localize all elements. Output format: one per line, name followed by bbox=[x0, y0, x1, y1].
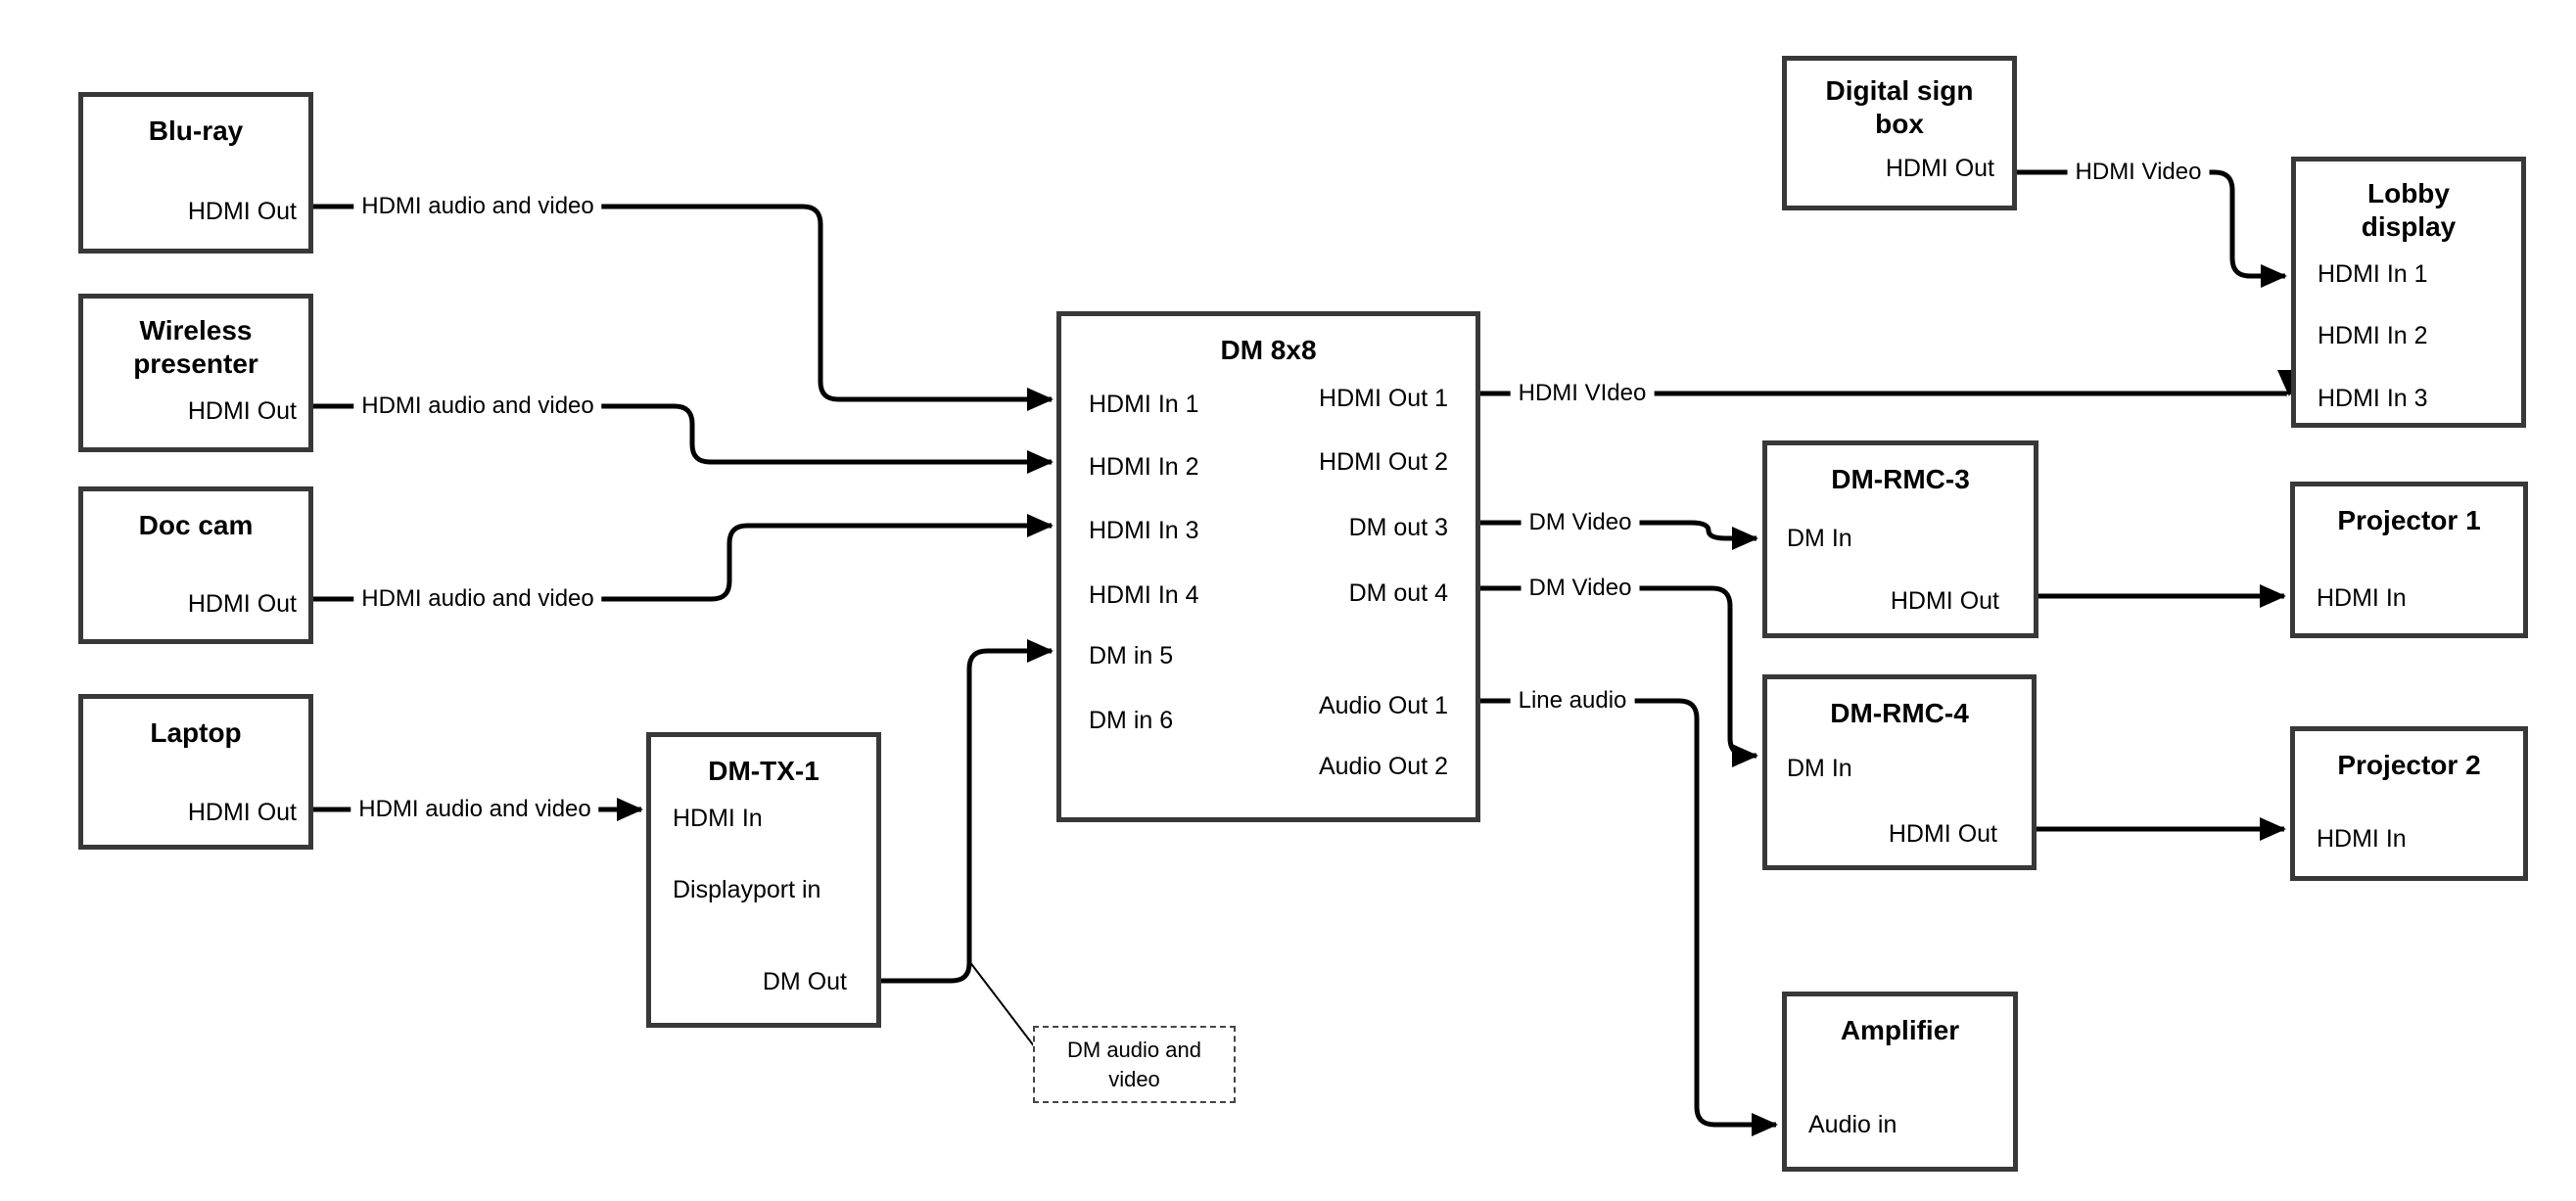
callout-line1: DM audio and bbox=[1067, 1038, 1201, 1062]
port-proj1-hdmi-in: HDMI In bbox=[2317, 584, 2407, 612]
node-title: Doc cam bbox=[138, 510, 254, 540]
edge-doccam-to-dm8x8-in3 bbox=[313, 514, 1054, 602]
edge-dm8x8-out1-to-lobby-in3 bbox=[1480, 369, 2301, 396]
node-title: Amplifier bbox=[1840, 1015, 1960, 1045]
node-title: DM-RMC-4 bbox=[1830, 698, 1969, 728]
port-doccam-hdmi-out: HDMI Out bbox=[187, 590, 297, 618]
edge-label-hdmi-video-out1: HDMI VIdeo bbox=[1510, 380, 1655, 407]
port-dm8x8-hdmi-in-3: HDMI In 3 bbox=[1089, 517, 1199, 544]
node-title: Lobby display bbox=[2361, 178, 2457, 242]
port-dmtx1-displayport-in: Displayport in bbox=[673, 876, 821, 903]
edge-dm8x8-audioout1-to-amp bbox=[1480, 698, 1778, 1136]
node-bluray: Blu-ray HDMI Out bbox=[78, 92, 313, 254]
edge-label-hdmi-video-digsign: HDMI Video bbox=[2067, 159, 2210, 186]
port-amp-audio-in: Audio in bbox=[1808, 1111, 1897, 1138]
port-dm8x8-hdmi-in-2: HDMI In 2 bbox=[1089, 453, 1199, 481]
node-laptop: Laptop HDMI Out bbox=[78, 694, 313, 850]
edge-label-line-audio: Line audio bbox=[1510, 687, 1635, 715]
node-title: Digital sign box bbox=[1825, 75, 1974, 139]
port-dm8x8-audio-out-1: Audio Out 1 bbox=[1318, 692, 1448, 719]
port-dm8x8-audio-out-2: Audio Out 2 bbox=[1318, 753, 1448, 780]
edge-label-bluray: HDMI audio and video bbox=[353, 193, 602, 220]
node-amplifier: Amplifier Audio in bbox=[1782, 992, 2018, 1172]
node-projector-1: Projector 1 HDMI In bbox=[2290, 482, 2528, 638]
node-digital-sign-box: Digital sign box HDMI Out bbox=[1782, 56, 2017, 210]
node-title: Wireless presenter bbox=[133, 315, 258, 379]
callout-line2: video bbox=[1108, 1067, 1160, 1091]
port-dm8x8-hdmi-out-1: HDMI Out 1 bbox=[1319, 385, 1448, 412]
node-title: DM-TX-1 bbox=[708, 756, 820, 786]
node-title: Laptop bbox=[150, 717, 242, 748]
port-rmc3-hdmi-out: HDMI Out bbox=[1890, 587, 1999, 615]
port-dm8x8-hdmi-out-2: HDMI Out 2 bbox=[1319, 448, 1448, 476]
port-dmtx1-hdmi-in: HDMI In bbox=[673, 805, 763, 832]
port-dm8x8-hdmi-in-1: HDMI In 1 bbox=[1089, 391, 1199, 418]
port-lobby-hdmi-in-3: HDMI In 3 bbox=[2318, 385, 2428, 412]
node-title: Projector 1 bbox=[2337, 505, 2481, 535]
edge-label-dm-video-out4: DM Video bbox=[1521, 575, 1640, 602]
node-dm8x8: DM 8x8 HDMI In 1 HDMI In 2 HDMI In 3 HDM… bbox=[1056, 311, 1480, 822]
node-wireless-presenter: Wireless presenter HDMI Out bbox=[78, 294, 313, 452]
edge-dm8x8-out4-to-rmc4 bbox=[1480, 585, 1758, 767]
port-digsign-hdmi-out: HDMI Out bbox=[1885, 155, 1994, 182]
edge-digsign-to-lobby-in1 bbox=[2017, 169, 2287, 288]
node-title: DM 8x8 bbox=[1220, 335, 1317, 365]
node-title: Blu-ray bbox=[148, 115, 244, 146]
callout-dm-audio-and-video: DM audio and video bbox=[1033, 1026, 1236, 1103]
callout-pointer-line bbox=[968, 960, 1036, 1048]
node-lobby-display: Lobby display HDMI In 1 HDMI In 2 HDMI I… bbox=[2291, 157, 2526, 428]
port-dm8x8-dm-in-6: DM in 6 bbox=[1089, 707, 1174, 734]
port-dm8x8-dm-in-5: DM in 5 bbox=[1089, 642, 1174, 670]
port-rmc3-dm-in: DM In bbox=[1787, 525, 1852, 552]
edge-dmtx1-to-dm8x8-in5 bbox=[881, 639, 1054, 984]
node-title: DM-RMC-3 bbox=[1831, 464, 1970, 494]
edge-label-dm-video-out3: DM Video bbox=[1521, 509, 1640, 536]
port-laptop-hdmi-out: HDMI Out bbox=[187, 799, 297, 826]
port-bluray-hdmi-out: HDMI Out bbox=[187, 198, 297, 225]
port-dm8x8-dm-out-4: DM out 4 bbox=[1348, 579, 1448, 607]
port-dm8x8-dm-out-3: DM out 3 bbox=[1348, 514, 1448, 541]
edge-wireless-to-dm8x8-in2 bbox=[313, 403, 1054, 474]
node-doccam: Doc cam HDMI Out bbox=[78, 486, 313, 644]
node-dm-rmc-4: DM-RMC-4 DM In HDMI Out bbox=[1762, 674, 2037, 870]
node-dmtx1: DM-TX-1 HDMI In Displayport in DM Out bbox=[646, 732, 881, 1028]
port-rmc4-dm-in: DM In bbox=[1787, 755, 1852, 782]
port-dm8x8-hdmi-in-4: HDMI In 4 bbox=[1089, 581, 1199, 609]
port-lobby-hdmi-in-1: HDMI In 1 bbox=[2318, 260, 2428, 288]
port-wireless-hdmi-out: HDMI Out bbox=[187, 397, 297, 425]
edge-dm8x8-out3-to-rmc3 bbox=[1480, 520, 1758, 550]
port-proj2-hdmi-in: HDMI In bbox=[2317, 825, 2407, 853]
port-rmc4-hdmi-out: HDMI Out bbox=[1888, 820, 1997, 848]
node-projector-2: Projector 2 HDMI In bbox=[2290, 726, 2528, 881]
edge-label-doccam: HDMI audio and video bbox=[353, 585, 602, 613]
edge-label-laptop: HDMI audio and video bbox=[351, 796, 599, 823]
node-dm-rmc-3: DM-RMC-3 DM In HDMI Out bbox=[1762, 440, 2038, 638]
port-lobby-hdmi-in-2: HDMI In 2 bbox=[2318, 322, 2428, 349]
edge-label-wireless: HDMI audio and video bbox=[353, 393, 602, 420]
port-dmtx1-dm-out: DM Out bbox=[762, 968, 847, 995]
edge-bluray-to-dm8x8-in1 bbox=[313, 204, 1054, 411]
node-title: Projector 2 bbox=[2337, 750, 2481, 780]
